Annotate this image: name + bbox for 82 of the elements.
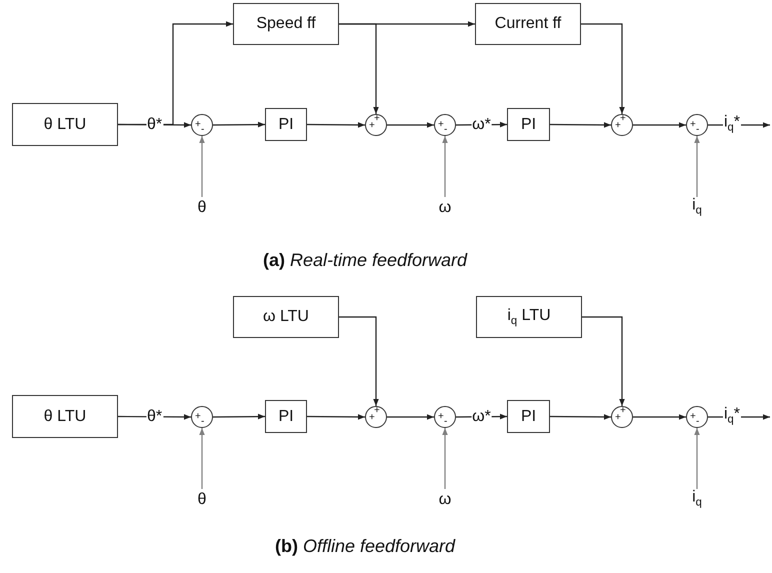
- block-box: [265, 108, 307, 141]
- block-box: [265, 400, 307, 433]
- block-label: θ LTU: [44, 408, 86, 426]
- sign-label: +: [615, 121, 621, 131]
- arrow: [199, 136, 205, 197]
- sign-label: +: [620, 114, 626, 124]
- block-box: [233, 296, 339, 338]
- arrow: [633, 122, 686, 128]
- arrow: [118, 414, 191, 420]
- sign-label: -: [444, 417, 448, 427]
- block-box: [12, 395, 118, 438]
- sign-label: +: [620, 406, 626, 416]
- arrow: [550, 414, 611, 420]
- sign-label: +: [195, 120, 201, 130]
- summing-junction: [365, 114, 387, 136]
- summing-junction: [191, 114, 213, 136]
- arrow: [213, 122, 265, 128]
- summing-junction: [611, 406, 633, 428]
- summing-junction: [686, 114, 708, 136]
- arrow: [387, 414, 434, 420]
- sign-label: -: [201, 125, 204, 135]
- arrow: [442, 428, 448, 489]
- signal-label: θ: [198, 199, 206, 217]
- summing-junction: [191, 406, 213, 428]
- block-box: [476, 296, 582, 338]
- arrow: [339, 316, 379, 406]
- sign-label: +: [438, 120, 444, 130]
- block-box: [233, 3, 339, 45]
- arrow: [118, 21, 233, 126]
- sign-label: +: [374, 406, 380, 416]
- block-box: [475, 3, 581, 45]
- signal-label: i$_{q}$: [692, 488, 702, 512]
- arrow: [694, 136, 700, 197]
- block-label: Current ff: [494, 15, 562, 33]
- arrow: [581, 23, 625, 114]
- block-label: PI: [520, 408, 536, 426]
- block-box: [507, 400, 550, 433]
- sign-label: +: [615, 413, 621, 423]
- summing-junction: [686, 406, 708, 428]
- arrow: [694, 428, 700, 489]
- sign-label: -: [696, 417, 700, 427]
- arrow: [387, 122, 434, 128]
- sign-label: +: [690, 120, 696, 130]
- arrow: [582, 316, 625, 406]
- signal-label: ω: [438, 199, 452, 217]
- summing-junction: [611, 114, 633, 136]
- block-label: PI: [520, 116, 536, 134]
- sign-label: +: [369, 413, 375, 423]
- sign-label: +: [195, 412, 201, 422]
- block-label: i$_{q}$ LTU: [507, 306, 551, 328]
- figure-caption: (b) Offline feedforward: [274, 536, 456, 556]
- block-box: [507, 108, 550, 141]
- arrow: [442, 136, 448, 197]
- block-label: PI: [278, 116, 294, 134]
- sign-label: +: [374, 114, 380, 124]
- arrow: [708, 414, 770, 420]
- arrow: [307, 414, 365, 420]
- sign-label: +: [438, 412, 444, 422]
- signal-label: θ: [198, 491, 206, 509]
- block-label: Speed ff: [256, 15, 316, 33]
- arrow: [339, 21, 475, 27]
- sign-label: +: [690, 412, 696, 422]
- block-box: [12, 103, 118, 146]
- arrow: [307, 122, 365, 128]
- signal-label: ω: [438, 491, 452, 509]
- arrow: [199, 428, 205, 489]
- figure-caption: (a) Real-time feedforward: [262, 250, 468, 270]
- arrow: [550, 122, 611, 128]
- arrow: [213, 414, 265, 420]
- summing-junction: [365, 406, 387, 428]
- arrow: [633, 414, 686, 420]
- summing-junction: [434, 114, 456, 136]
- block-label: ω LTU: [263, 308, 309, 326]
- sign-label: -: [444, 125, 448, 135]
- sign-label: -: [201, 417, 204, 427]
- signal-label: i$_{q}$: [692, 196, 702, 220]
- summing-junction: [434, 406, 456, 428]
- sign-label: -: [696, 125, 700, 135]
- arrow: [708, 122, 770, 128]
- block-label: θ LTU: [44, 116, 86, 134]
- sign-label: +: [369, 121, 375, 131]
- block-label: PI: [278, 408, 294, 426]
